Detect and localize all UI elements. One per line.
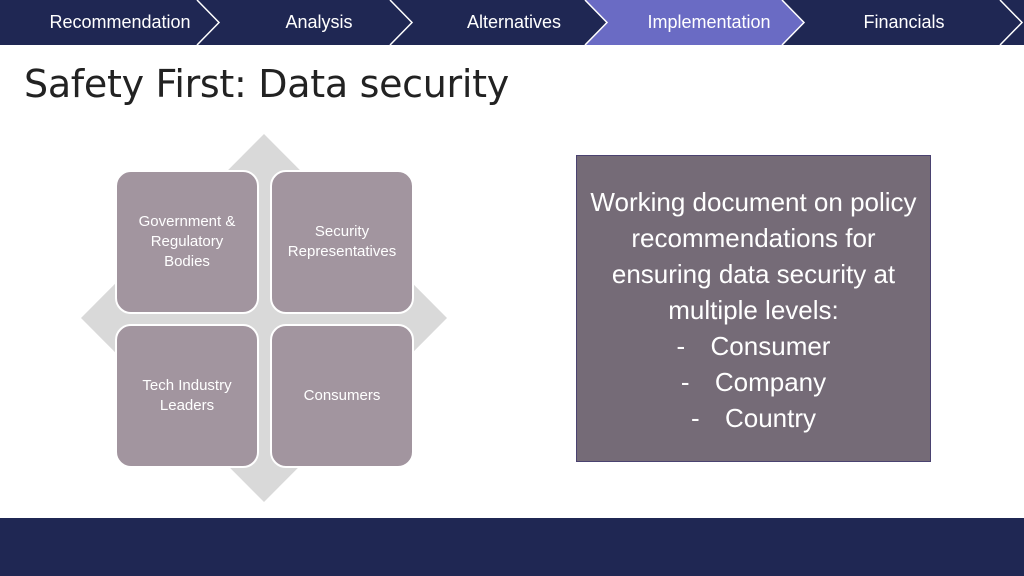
matrix-cell-tech-industry: Tech Industry Leaders xyxy=(115,324,259,468)
nav-chevrons xyxy=(196,0,1024,45)
list-dash: - xyxy=(680,367,690,397)
nav-tab-implementation[interactable]: Implementation xyxy=(647,12,771,32)
level-label: Company xyxy=(714,367,827,397)
matrix-cell-security: Security Representatives xyxy=(270,170,414,314)
chevron-divider-2 xyxy=(389,0,414,45)
list-dash: - xyxy=(690,403,700,433)
matrix-cell-tech-industry-label: Tech Industry Leaders xyxy=(142,377,232,414)
chevron-divider-1 xyxy=(196,0,221,45)
matrix-cell-security-label: Security Representatives xyxy=(287,223,397,260)
nav-tab-financials[interactable]: Financials xyxy=(863,12,945,32)
policy-info-text: Working document on policy recommendatio… xyxy=(590,187,917,325)
level-label: Consumer xyxy=(710,331,831,361)
matrix-cell-consumers: Consumers xyxy=(270,324,414,468)
nav-tab-alternatives[interactable]: Alternatives xyxy=(466,12,562,32)
level-item: -Country xyxy=(577,400,930,436)
level-item: -Company xyxy=(577,364,930,400)
chevron-divider-5 xyxy=(999,0,1024,45)
chevron-divider-4 xyxy=(781,0,806,45)
chevron-divider-3 xyxy=(584,0,609,45)
policy-info-box: Working document on policy recommendatio… xyxy=(576,155,931,462)
top-navigation: Recommendation Analysis Alternatives Imp… xyxy=(0,0,1024,45)
nav-active-highlight xyxy=(585,0,804,45)
matrix-cell-government-label: Government & Regulatory Bodies xyxy=(138,213,236,270)
list-dash: - xyxy=(676,331,686,361)
slide-title: Safety First: Data security xyxy=(24,62,509,106)
matrix-cell-consumers-label: Consumers xyxy=(303,387,381,404)
levels-list: -Consumer -Company -Country xyxy=(577,328,930,436)
matrix-cell-government: Government & Regulatory Bodies xyxy=(115,170,259,314)
nav-tab-analysis[interactable]: Analysis xyxy=(285,12,353,32)
level-label: Country xyxy=(724,403,817,433)
nav-tab-recommendation[interactable]: Recommendation xyxy=(49,12,191,32)
footer-bar xyxy=(0,518,1024,576)
level-item: -Consumer xyxy=(577,328,930,364)
